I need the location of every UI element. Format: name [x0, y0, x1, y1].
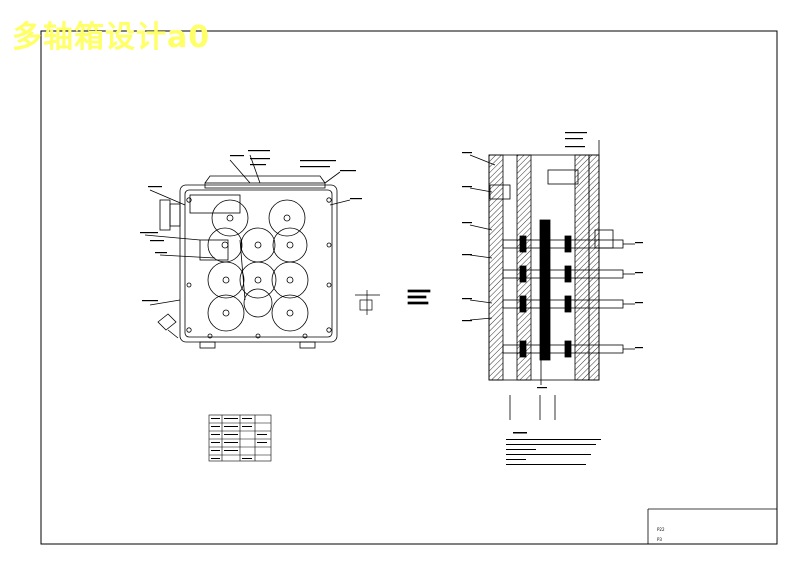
title-block-line1: P22	[657, 527, 665, 532]
front-view-annotations	[140, 150, 362, 302]
section-details	[355, 289, 431, 315]
sheet-border	[40, 30, 778, 545]
front-view	[144, 154, 351, 349]
watermark-title: 多轴箱设计a0	[12, 20, 211, 55]
title-block-line2: P3	[657, 537, 662, 542]
parts-table	[208, 414, 272, 462]
title-block	[647, 508, 777, 544]
technical-notes	[506, 432, 601, 465]
section-view	[469, 140, 635, 420]
section-view-annotations	[462, 132, 643, 389]
parts-table-text	[211, 418, 267, 459]
